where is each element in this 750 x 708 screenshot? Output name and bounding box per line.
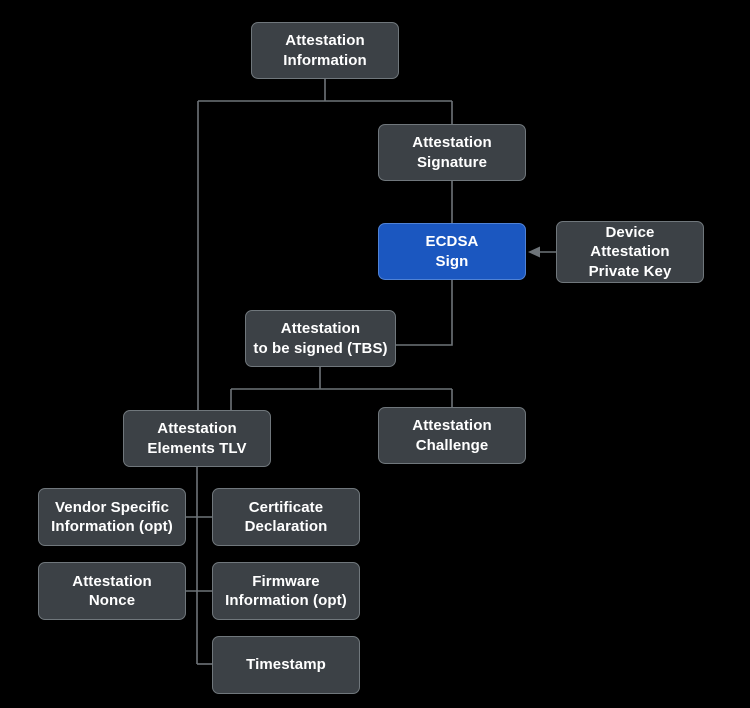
node-device-attestation-private-key[interactable]: Device Attestation Private Key	[556, 221, 704, 283]
node-label: Timestamp	[246, 656, 326, 674]
node-attestation-nonce[interactable]: Attestation Nonce	[38, 562, 186, 620]
node-attestation-information[interactable]: Attestation Information	[251, 22, 399, 79]
node-label: Vendor Specific Information (opt)	[51, 498, 173, 535]
arrowhead-key-to-ecdsa	[528, 246, 540, 258]
node-label: Attestation Elements TLV	[147, 420, 247, 457]
node-attestation-elements-tlv[interactable]: Attestation Elements TLV	[123, 410, 271, 467]
node-attestation-signature[interactable]: Attestation Signature	[378, 124, 526, 181]
node-firmware-information[interactable]: Firmware Information (opt)	[212, 562, 360, 620]
node-label: Attestation Challenge	[412, 417, 492, 454]
node-attestation-to-be-signed[interactable]: Attestation to be signed (TBS)	[245, 310, 396, 367]
node-certificate-declaration[interactable]: Certificate Declaration	[212, 488, 360, 546]
node-timestamp[interactable]: Timestamp	[212, 636, 360, 694]
node-label: Certificate Declaration	[244, 498, 328, 535]
node-ecdsa-sign[interactable]: ECDSA Sign	[378, 223, 526, 280]
node-label: Attestation Information	[283, 32, 367, 69]
node-label: Firmware Information (opt)	[225, 572, 347, 609]
node-label: Attestation Nonce	[72, 572, 152, 609]
node-label: ECDSA Sign	[425, 233, 479, 270]
node-label: Attestation Signature	[412, 134, 492, 171]
edge-ecdsa-to-tbs	[396, 280, 453, 346]
node-vendor-specific-information[interactable]: Vendor Specific Information (opt)	[38, 488, 186, 546]
node-label: Device Attestation Private Key	[588, 224, 672, 280]
node-attestation-challenge[interactable]: Attestation Challenge	[378, 407, 526, 464]
node-label: Attestation to be signed (TBS)	[253, 320, 388, 357]
